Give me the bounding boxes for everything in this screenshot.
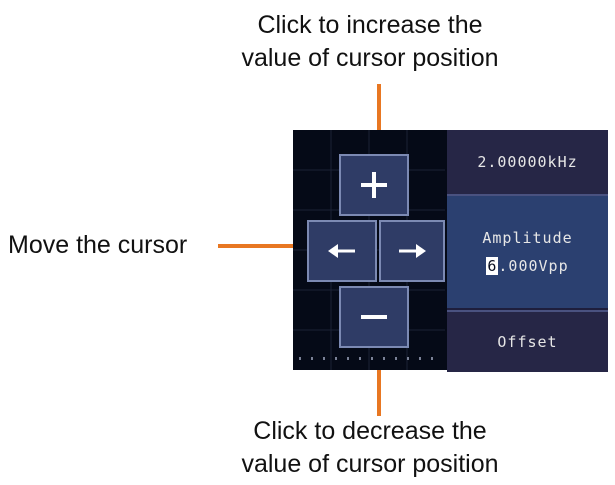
- decrease-callout-line: [377, 342, 381, 416]
- minus-icon: [361, 315, 387, 319]
- move-callout-line: [218, 244, 311, 248]
- move-cursor-caption: Move the cursor: [8, 231, 188, 259]
- amplitude-cursor-digit: 6: [486, 257, 499, 275]
- amplitude-value-rest: .000Vpp: [498, 257, 569, 275]
- parameter-panel: 2.00000kHz Amplitude 6 .000Vpp Offset: [447, 130, 608, 372]
- amplitude-softkey[interactable]: Amplitude 6 .000Vpp: [447, 196, 608, 308]
- increase-caption: Click to increase the value of cursor po…: [205, 9, 535, 75]
- decrease-caption: Click to decrease the value of cursor po…: [205, 415, 535, 481]
- offset-softkey[interactable]: Offset: [447, 310, 608, 372]
- move-left-button[interactable]: [307, 220, 377, 282]
- decrease-caption-line-1: Click to decrease the: [253, 417, 487, 445]
- amplitude-label: Amplitude: [482, 229, 573, 247]
- amplitude-value: 6 .000Vpp: [486, 257, 568, 275]
- arrow-left-icon: [328, 244, 355, 258]
- plus-icon: [361, 172, 387, 198]
- increase-caption-line-2: value of cursor position: [241, 44, 499, 72]
- device-screen: 2.00000kHz Amplitude 6 .000Vpp Offset: [293, 130, 608, 372]
- frequency-softkey[interactable]: 2.00000kHz: [447, 130, 608, 196]
- move-right-button[interactable]: [379, 220, 445, 282]
- decrease-caption-line-2: value of cursor position: [241, 450, 499, 478]
- increase-button[interactable]: [339, 154, 409, 216]
- decrease-button[interactable]: [339, 286, 409, 348]
- increase-caption-line-1: Click to increase the: [257, 11, 483, 39]
- increase-callout-line: [377, 84, 381, 158]
- arrow-right-icon: [399, 244, 426, 258]
